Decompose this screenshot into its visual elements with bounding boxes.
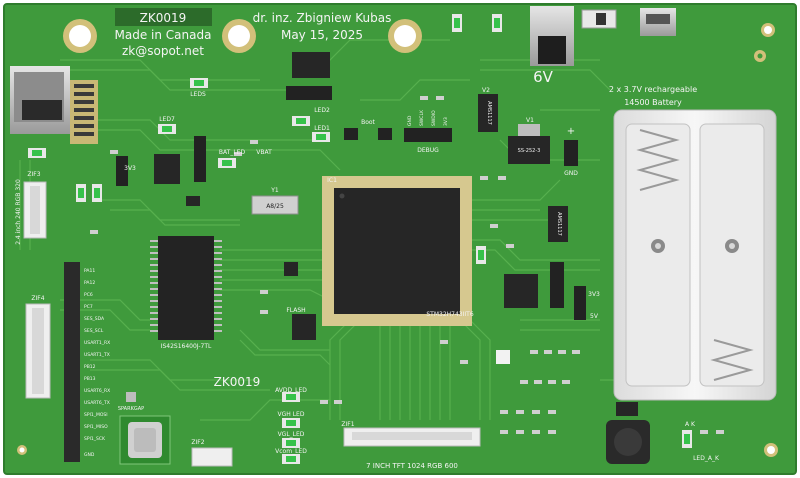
led7-label: LED7 [159,116,175,123]
header-pin-label: USART1_RX [84,340,110,346]
header-pin-label: PB12 [84,364,96,370]
v1-label: V1 [526,117,534,124]
led1-label: LED1 [314,125,330,132]
v33b-label: 3V3 [588,291,600,298]
battery-type: 14500 Battery [624,98,682,107]
debug-pin-label: SWCLK [419,109,425,126]
display-zif-connector [343,427,481,447]
zif3-label: ZIF3 [27,171,40,178]
header-pin-label: PC6 [84,292,93,298]
antenna-pad [754,50,766,62]
leds-label: LEDS [190,91,206,98]
board-id-top: ZK0019 [140,11,187,25]
slide-switch [581,9,617,29]
vgh-led-label: VGH LED [278,411,305,418]
usb-connector [640,8,676,36]
flash-label: FLASH [286,307,305,314]
v2-label: V2 [482,87,490,94]
header-pin-label: USART6_RX [84,388,110,394]
zif4-label: ZIF4 [31,295,44,302]
battery-holder [613,109,777,401]
smd-passives [90,96,724,434]
header-pin-label: SPI1_SCK [84,436,106,442]
small-ics [154,52,538,340]
made-in-label: Made in Canada [115,28,212,42]
zif-connector-2 [191,447,233,467]
sensor-module [496,350,510,364]
board-id-plate [115,8,212,26]
header-pin-label: USART6_TX [84,400,110,406]
zif-connector-4 [25,303,51,399]
5v-label: 5V [590,313,599,320]
battery-note: 2 x 3.7V rechargeable [609,85,697,94]
sdram-chip [150,236,222,340]
voltage-regulators [478,94,568,242]
reg3-label: SS-252-3 [518,148,541,154]
header-pin-label: SPI1_MISO [84,424,108,430]
reg2-label: AMS1117 [556,212,562,236]
led2-label: LED2 [314,107,330,114]
v33-label: 3V3 [124,165,136,172]
sparkgap-label: SPARKGAP [118,406,144,412]
mcu-chip [322,176,472,326]
reg1-label: AMS1117 [486,101,492,125]
header-pin-label: SPI1_MOSI [84,412,108,418]
led-ak-label: LED_A_K [693,455,720,462]
header-pin-label: SES_SDA [84,316,105,322]
debug-pin-label: 3V3 [443,117,449,126]
a-k-label: A K [685,421,696,428]
display-label: 7 INCH TFT 1024 RGB 600 [366,462,458,470]
crystal-label: A8/25 [266,203,284,210]
zif-connector-3 [23,181,47,239]
pin-headers [116,86,586,320]
dc-power-jack [530,6,574,66]
header-pin-label: PB13 [84,376,96,382]
zif2-label: ZIF2 [191,439,204,446]
plus-label: + [567,126,575,137]
lcd-label: 2.4 inch 240 RGB 320 [15,179,22,245]
avdd-led-label: AVDD_LED [275,387,307,394]
header-pin-label: PC7 [84,304,93,310]
vgl-led-label: VGL_LED [278,431,305,438]
date-label: May 15, 2025 [281,28,363,42]
power-inductor [606,420,650,464]
tact-switch-small [126,392,136,402]
pin-header-left [64,262,80,462]
header-pin-label: USART1_TX [84,352,110,358]
y1-label: Y1 [270,187,279,194]
vcom-led-label: Vcom_LED [275,448,307,455]
status-leds [28,14,692,464]
ic1-label: IC1 [327,177,337,184]
microsd-slot [10,66,98,144]
board-id-bottom: ZK0019 [214,375,261,389]
crystal-y1 [251,195,299,215]
boot-label: Boot [361,119,375,126]
zif1-label: ZIF1 [341,421,354,428]
header-pin-label: PA11 [84,268,95,274]
header-pin-label: GND [84,452,95,458]
author-label: dr. inz. Zbigniew Kubas [253,11,392,25]
debug-pin-label: GND [407,115,413,126]
reset-button [119,415,171,465]
header-pin-label: SES_SCL [84,328,104,334]
mounting-holes [17,19,778,457]
email-label: zk@sopot.net [122,44,204,58]
voltage-label: 6V [533,68,554,86]
sdram-label: IS42S16400J-7TL [161,343,212,350]
debug-pin-label: SWDIO [431,110,437,126]
gnd-label: GND [564,170,578,177]
vbat-label: VBAT [256,149,272,156]
small-ic-bottom [616,402,638,416]
debug-label: DEBUG [417,147,439,154]
header-pin-label: PA12 [84,280,95,286]
bat-led-label: BAT_LED [219,149,246,156]
mcu-label: STM32H743IIT6 [426,311,473,318]
